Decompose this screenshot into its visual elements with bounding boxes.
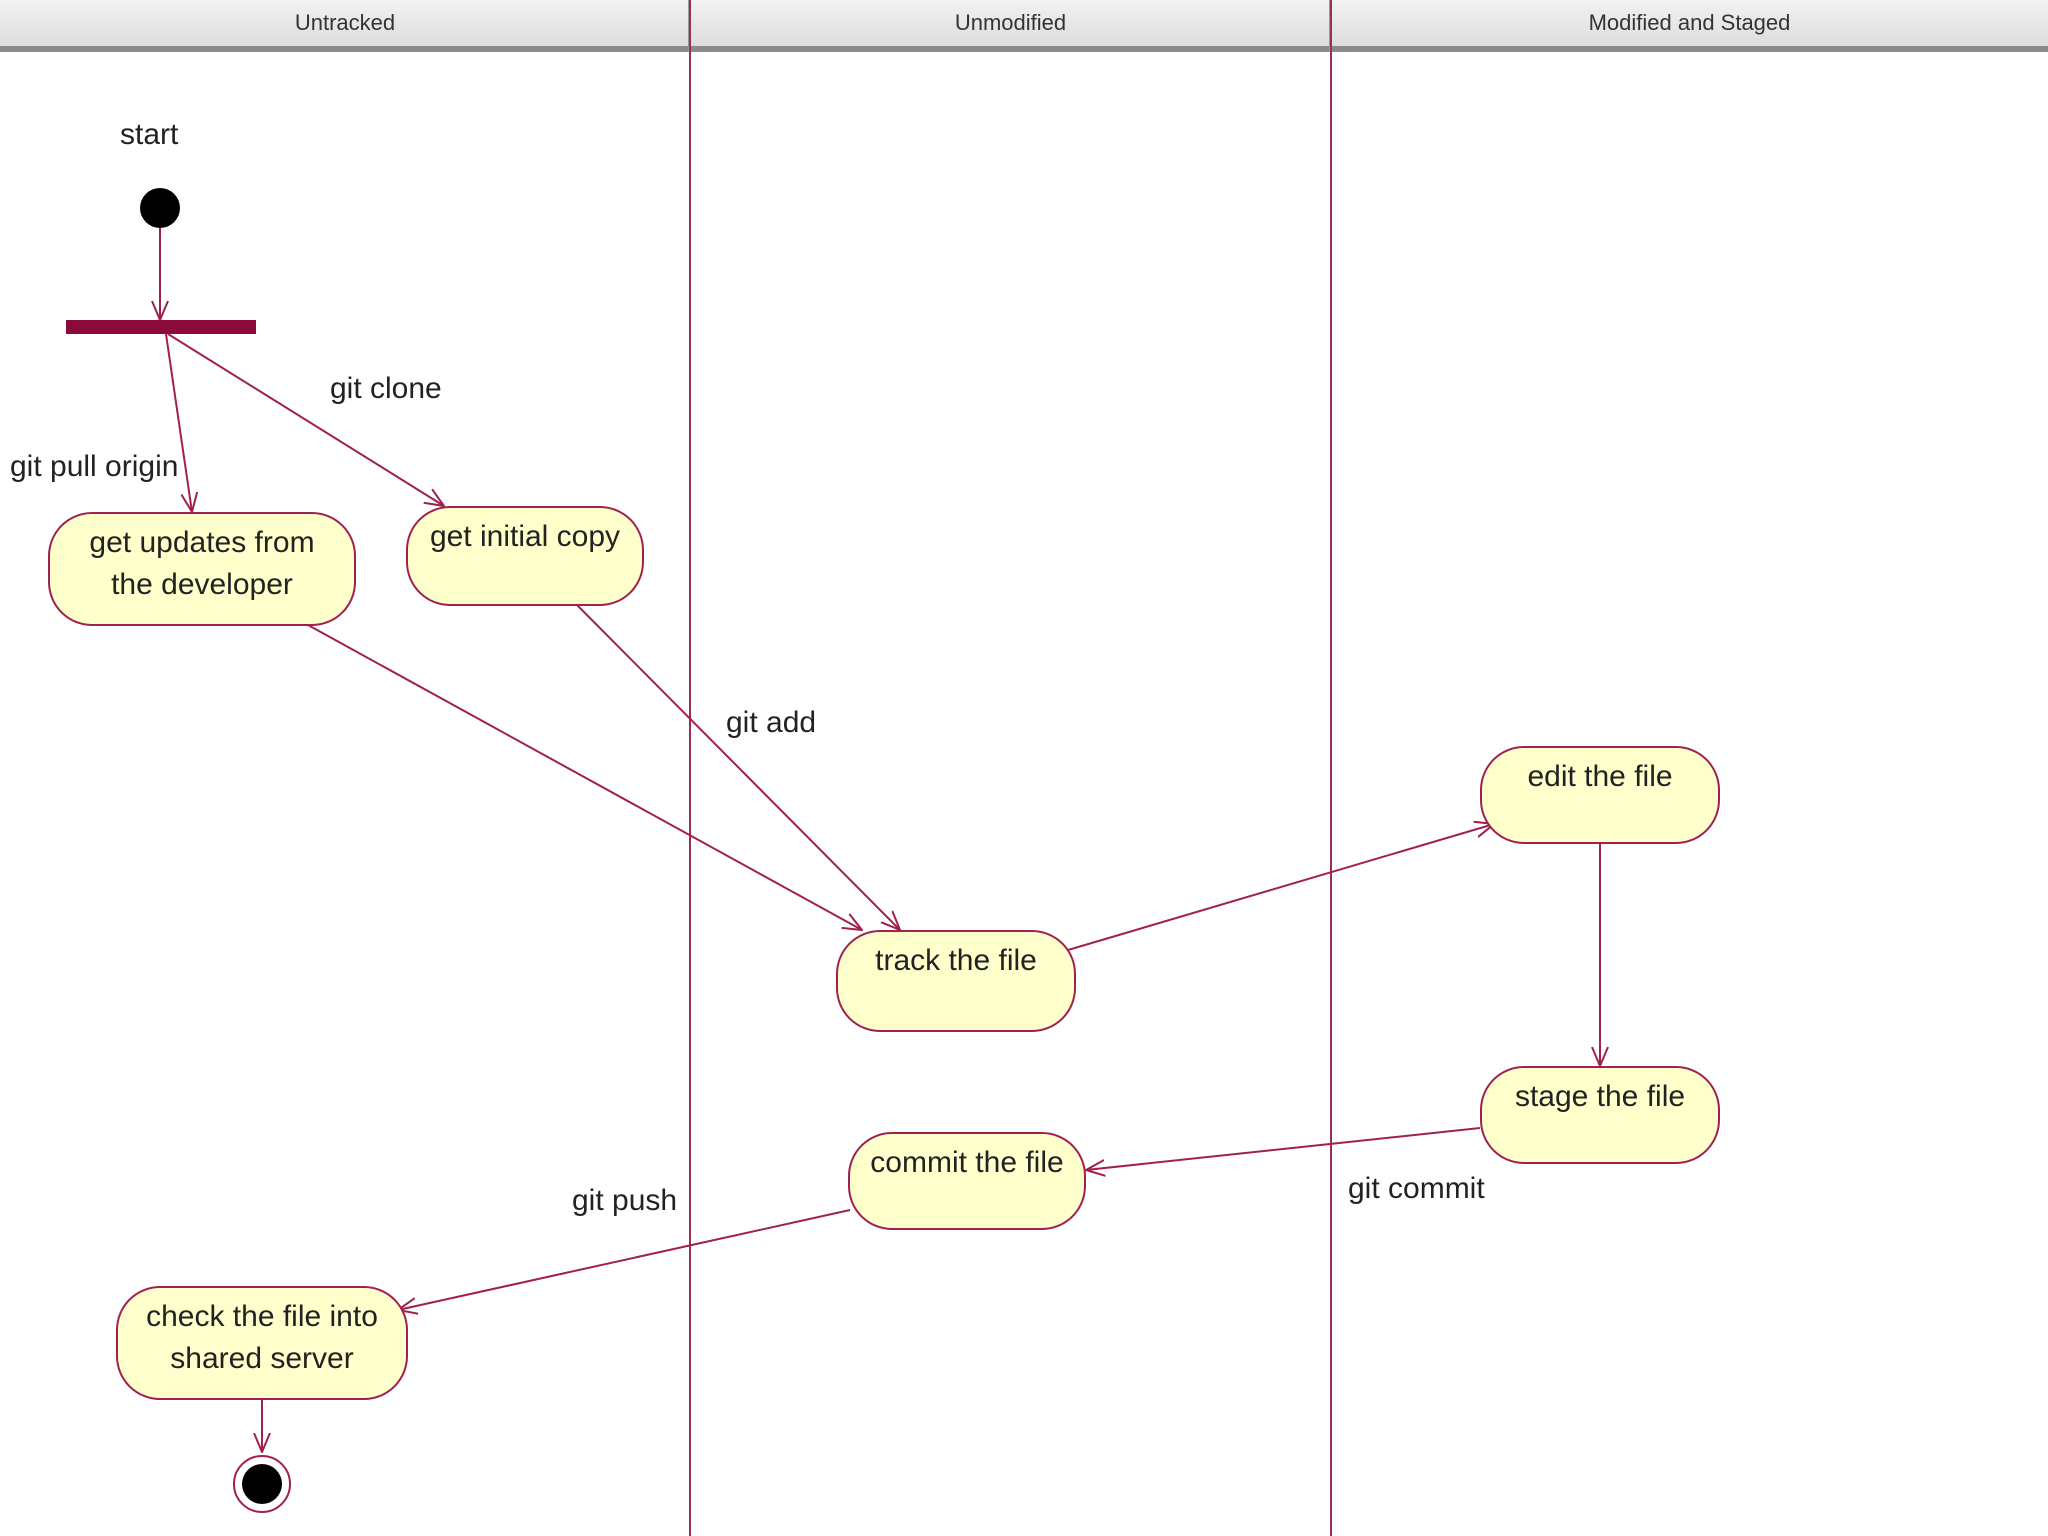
activity-stage-file: stage the file (1480, 1066, 1720, 1164)
lane-title-untracked: Untracked (294, 10, 396, 35)
end-node (242, 1464, 282, 1504)
edge-initial-copy-to-track (575, 603, 900, 930)
lane-header-untracked: Untracked (0, 0, 690, 52)
activity-label: edit the file (1527, 760, 1673, 793)
activity-track-file: track the file (836, 930, 1076, 1032)
activity-label: get initial copy (429, 520, 621, 553)
activity-label: stage the file (1514, 1080, 1686, 1113)
edge-get-updates-to-track (307, 624, 862, 930)
start-label: start (120, 118, 179, 151)
edge-stage-to-commit (1086, 1127, 1481, 1170)
label-git-add: git add (726, 706, 817, 739)
edge-fork-to-initial-copy (167, 333, 444, 506)
activity-label: get updates from the developer (89, 526, 315, 601)
activity-commit-file: commit the file (848, 1132, 1086, 1230)
activity-get-initial-copy: get initial copy (406, 506, 644, 606)
lane-divider-unmodified-modified (1330, 0, 1332, 1536)
start-node (140, 188, 180, 228)
activity-get-updates: get updates from the developer (48, 512, 356, 626)
label-git-pull-origin: git pull origin (10, 450, 179, 483)
lane-title-unmodified: Unmodified (954, 10, 1067, 35)
label-git-commit: git commit (1348, 1172, 1485, 1205)
label-git-push: git push (572, 1184, 678, 1217)
activity-label: track the file (875, 944, 1037, 977)
lane-header-unmodified: Unmodified (690, 0, 1331, 52)
activity-label: check the file into shared server (146, 1300, 378, 1375)
activity-check-into-server: check the file into shared server (116, 1286, 408, 1400)
edge-fork-to-get-updates (165, 333, 192, 512)
activity-edit-file: edit the file (1480, 746, 1720, 844)
label-git-clone: git clone (330, 372, 442, 405)
edge-track-to-edit (1067, 824, 1494, 951)
lane-title-modified-staged: Modified and Staged (1588, 10, 1791, 35)
fork-bar (66, 320, 256, 334)
activity-label: commit the file (870, 1146, 1064, 1179)
edge-commit-to-server (398, 1209, 851, 1310)
lane-header-modified-staged: Modified and Staged (1331, 0, 2048, 52)
lane-divider-untracked-unmodified (689, 0, 691, 1536)
